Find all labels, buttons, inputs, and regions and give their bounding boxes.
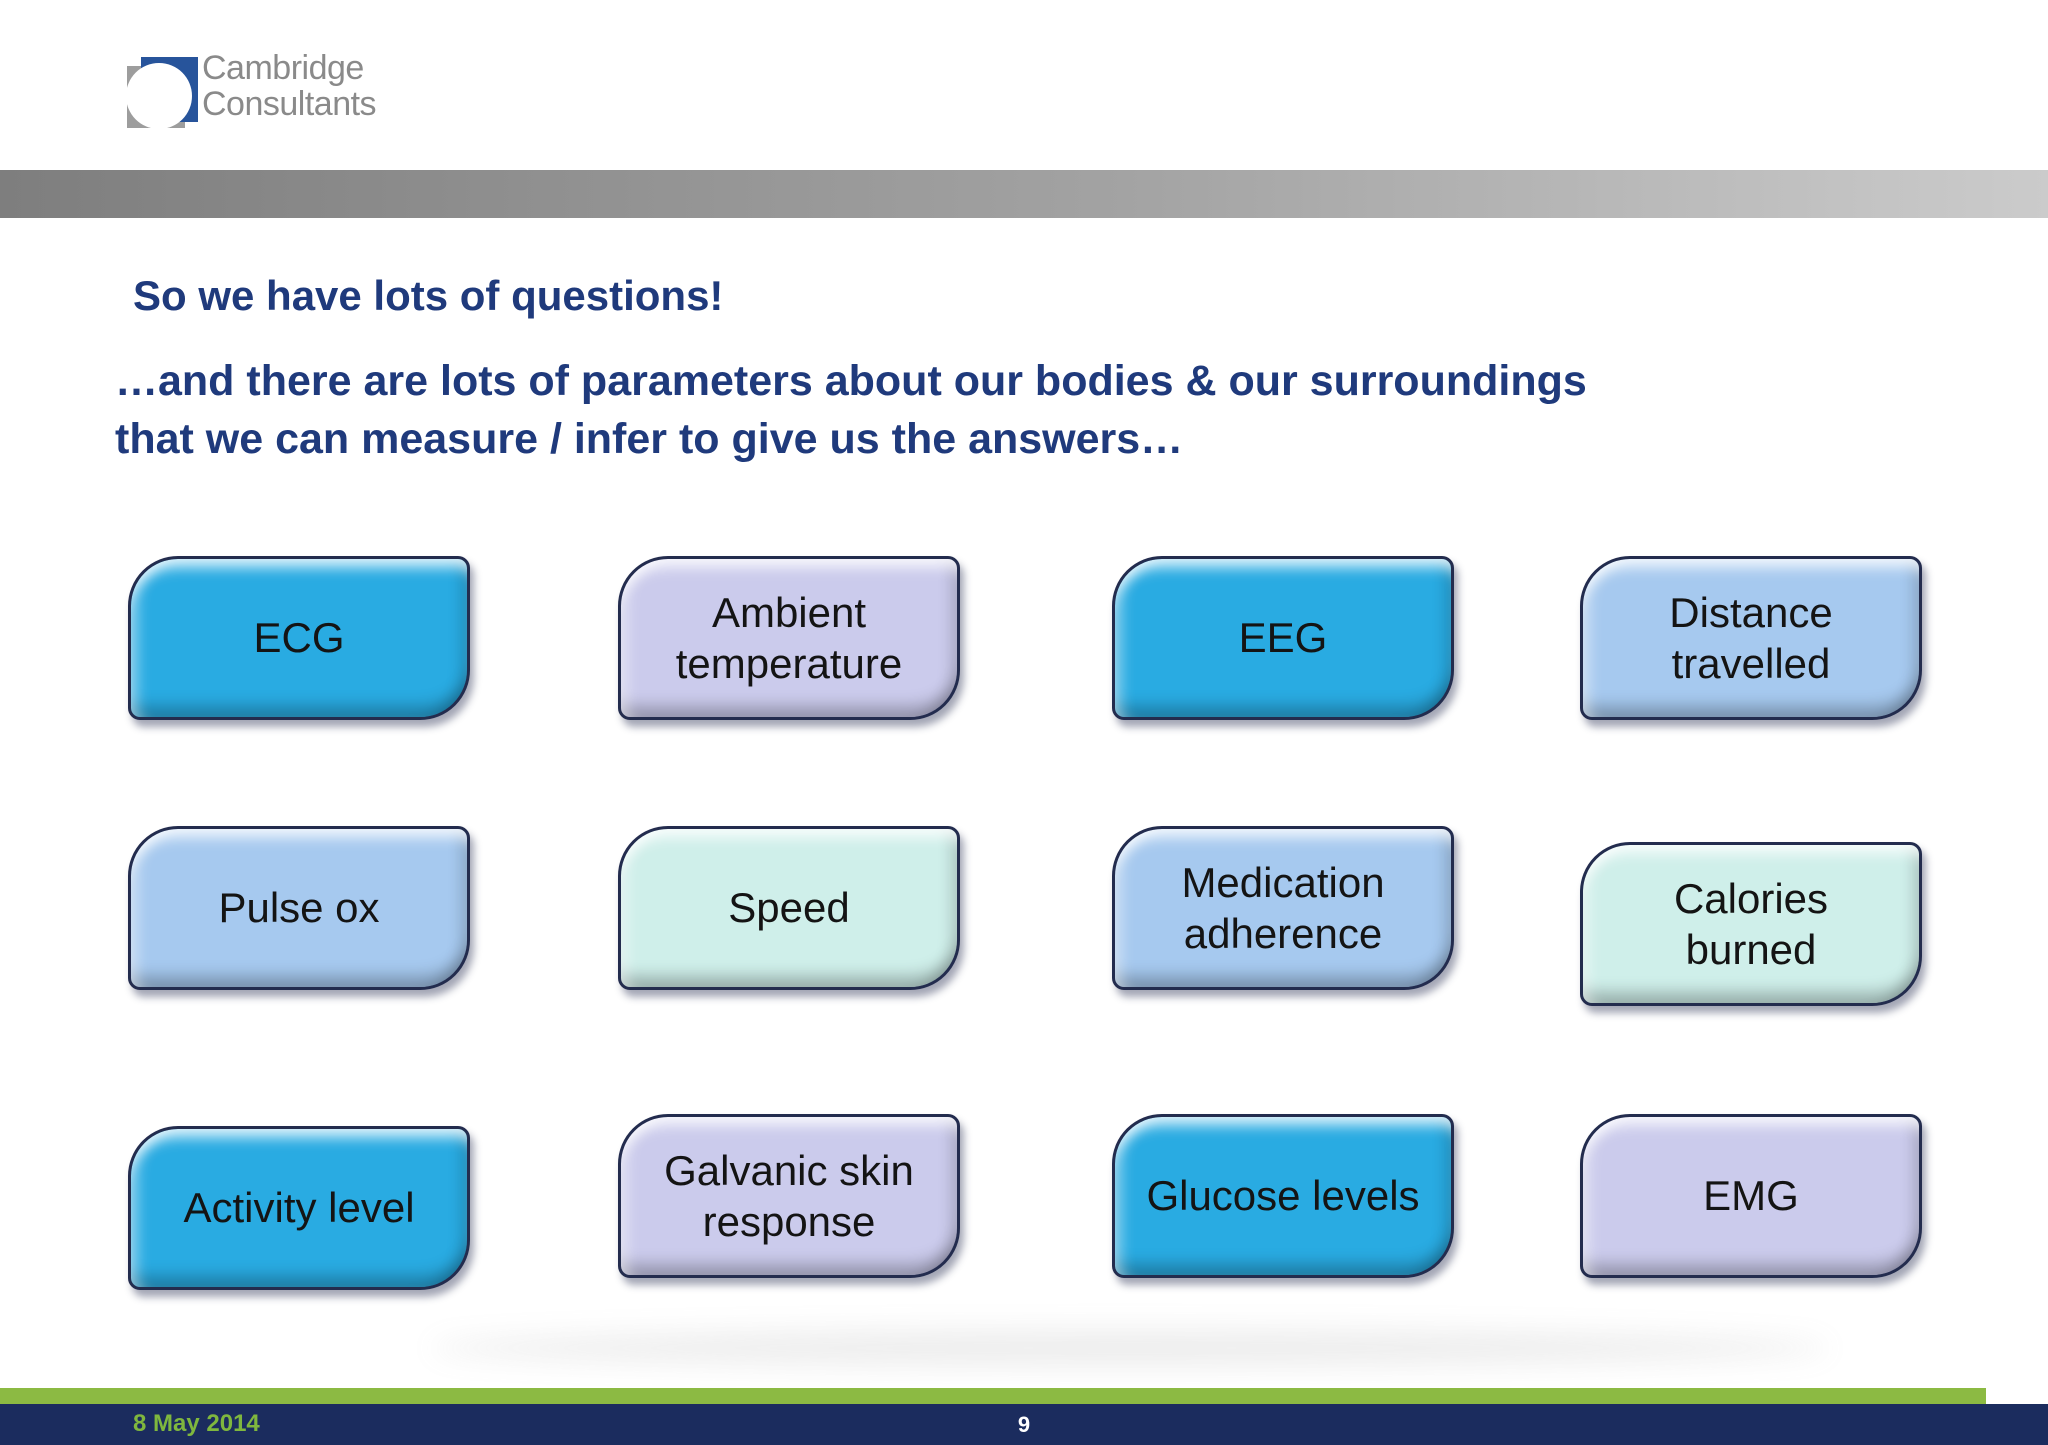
header-divider-bar [0,170,2048,218]
param-box-calories-burned: Calories burned [1580,842,1922,1006]
slide-title: So we have lots of questions! [133,272,724,319]
param-box-medication-adherence: Medication adherence [1112,826,1454,990]
param-box-emg: EMG [1580,1114,1922,1278]
param-box-pulse-ox: Pulse ox [128,826,470,990]
param-label: Distance travelled [1669,588,1833,687]
param-box-distance-travelled: Distance travelled [1580,556,1922,720]
slide-subtitle: …and there are lots of parameters about … [115,352,1815,468]
cambridge-consultants-logo: Cambridge Consultants [120,42,540,142]
param-label: Galvanic skin response [664,1146,914,1245]
footer-green-bar [0,1388,1986,1404]
shadow-smudge [430,1330,1830,1366]
param-box-ambient-temperature: Ambient temperature [618,556,960,720]
footer-date: 8 May 2014 [133,1410,260,1437]
param-box-ecg: ECG [128,556,470,720]
param-label: Calories burned [1673,874,1829,973]
page-number: 9 [1017,1412,1031,1437]
param-label: EEG [1238,614,1328,662]
param-box-galvanic-skin-response: Galvanic skin response [618,1114,960,1278]
param-label: Speed [728,884,850,932]
subtitle-line1: …and there are lots of parameters about … [115,357,1587,405]
param-label: Activity level [183,1184,415,1232]
logo-line2: Consultants [202,85,377,123]
param-label: Glucose levels [1146,1172,1420,1220]
param-label: ECG [253,614,345,662]
param-box-glucose-levels: Glucose levels [1112,1114,1454,1278]
param-label: Pulse ox [218,884,380,932]
param-label: EMG [1703,1172,1799,1220]
param-label: Medication adherence [1181,858,1385,957]
footer-navy-bar [0,1404,2048,1445]
subtitle-line2: that we can measure / infer to give us t… [115,415,1184,463]
logo-line1: Cambridge [202,49,364,87]
param-box-activity-level: Activity level [128,1126,470,1290]
param-label: Ambient temperature [675,588,903,687]
logo-circle [126,63,192,129]
param-box-speed: Speed [618,826,960,990]
param-box-eeg: EEG [1112,556,1454,720]
logo-text: Cambridge Consultants [202,49,377,123]
